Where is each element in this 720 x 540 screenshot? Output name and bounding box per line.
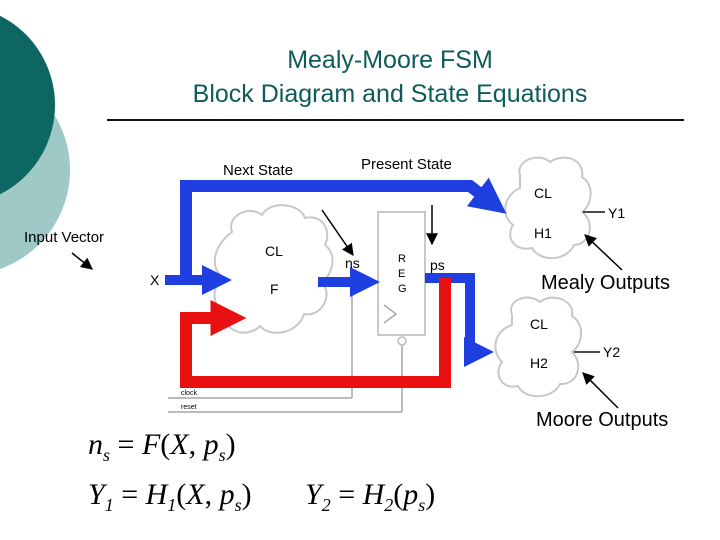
eq2-fn-sub: 1 bbox=[167, 495, 177, 515]
eq3-fn: H bbox=[362, 478, 385, 511]
moore-cl-label: CL bbox=[530, 316, 548, 332]
eq2-arg1: X bbox=[186, 478, 205, 511]
present-state-annotation: Present State bbox=[361, 156, 452, 173]
slide-title-line2: Block Diagram and State Equations bbox=[192, 80, 588, 108]
eq3-arg1-sub: s bbox=[418, 495, 426, 515]
eq1-lhs-sub: s bbox=[103, 445, 111, 465]
eq1-arg2: p bbox=[203, 428, 219, 461]
eq2-lhs-sub: 1 bbox=[104, 495, 114, 515]
mealy-outputs-arrow bbox=[584, 234, 623, 271]
reg-letter-e: E bbox=[398, 268, 405, 280]
slide-title-line1: Mealy-Moore FSM bbox=[287, 46, 493, 74]
reset-label: reset bbox=[181, 404, 197, 411]
next-state-path bbox=[180, 177, 507, 284]
mealy-cl-label: CL bbox=[534, 185, 552, 201]
reg-letter-r: R bbox=[398, 253, 406, 265]
y2-label: Y2 bbox=[603, 344, 620, 360]
f-label: F bbox=[270, 281, 279, 297]
eq3-lhs-sub: 2 bbox=[321, 495, 331, 515]
eq1-fn: F bbox=[141, 428, 161, 461]
eq2-lhs: Y bbox=[88, 478, 105, 511]
eq2-arg2: p bbox=[219, 478, 235, 511]
next-state-arrow bbox=[321, 209, 354, 256]
cl-label: CL bbox=[265, 243, 283, 259]
feedback-path bbox=[180, 278, 451, 388]
eq3-lhs: Y bbox=[305, 478, 322, 511]
cl-f-cloud bbox=[213, 204, 334, 334]
eq1-arg1: X bbox=[170, 428, 189, 461]
reg-letter-g: G bbox=[398, 283, 407, 295]
input-vector-arrow bbox=[71, 252, 93, 270]
title-divider bbox=[107, 119, 684, 121]
eq2-fn: H bbox=[145, 478, 168, 511]
eq1-lhs: n bbox=[88, 428, 103, 461]
clock-label: clock bbox=[181, 390, 197, 397]
equation-next-state: ns = F(X, ps) bbox=[88, 428, 236, 465]
ns-label: ns bbox=[345, 255, 360, 271]
reset-bubble bbox=[397, 336, 407, 346]
equation-moore-output: Y2 = H2(ps) bbox=[305, 478, 436, 515]
eq3-fn-sub: 2 bbox=[384, 495, 394, 515]
moore-cloud bbox=[494, 296, 582, 398]
eq3-arg1: p bbox=[403, 478, 419, 511]
mealy-outputs-annotation: Mealy Outputs bbox=[541, 272, 670, 294]
eq1-arg2-sub: s bbox=[218, 445, 226, 465]
register-clock-triangle bbox=[383, 304, 398, 324]
equation-mealy-output: Y1 = H1(X, ps) bbox=[88, 478, 252, 515]
eq2-arg2-sub: s bbox=[234, 495, 242, 515]
moore-outputs-arrow bbox=[582, 372, 619, 409]
moore-h2-label: H2 bbox=[530, 355, 548, 371]
next-state-annotation: Next State bbox=[223, 162, 294, 179]
mealy-h1-label: H1 bbox=[534, 225, 552, 241]
register-box bbox=[377, 211, 426, 336]
dark-circle bbox=[0, 15, 55, 195]
moore-outputs-annotation: Moore Outputs bbox=[536, 409, 669, 431]
input-vector-annotation: Input Vector bbox=[24, 229, 105, 246]
x-label: X bbox=[150, 272, 160, 288]
y1-label: Y1 bbox=[608, 205, 625, 221]
ps-label: ps bbox=[430, 257, 445, 273]
